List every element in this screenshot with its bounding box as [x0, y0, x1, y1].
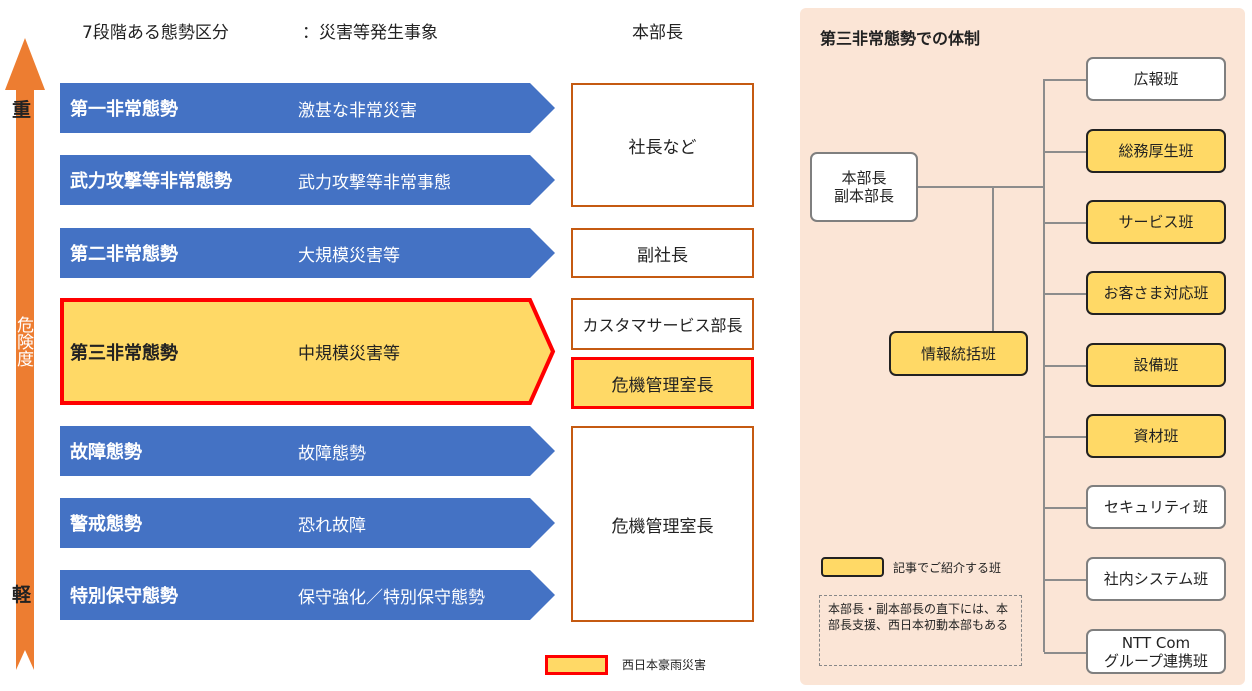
chief-box: 危機管理室長	[571, 426, 754, 622]
posture-event: 保守強化／特別保守態勢	[298, 587, 485, 608]
posture-event: 武力攻撃等非常事態	[298, 172, 451, 193]
posture-row: 故障態勢 故障態勢	[60, 426, 555, 476]
posture-event: 恐れ故障	[298, 515, 366, 536]
team-box: セキュリティ班	[1086, 485, 1226, 529]
team-box: 広報班	[1086, 57, 1226, 101]
posture-row: 第二非常態勢 大規模災害等	[60, 228, 555, 278]
head-label: 本部長	[841, 169, 887, 187]
row-arrow-shape	[60, 228, 555, 278]
posture-row: 武力攻撃等非常態勢 武力攻撃等非常事態	[60, 155, 555, 205]
posture-name: 第二非常態勢	[70, 244, 178, 265]
legend-highlight-swatch	[545, 655, 608, 675]
team-box: サービス班	[1086, 200, 1226, 244]
row-arrow-shape	[60, 570, 555, 620]
note-box: 本部長・副本部長の直下には、本部長支援、西日本初動本部もある	[819, 595, 1022, 666]
chief-box: 社長など	[571, 83, 754, 207]
info-team-box: 情報統括班	[889, 331, 1028, 376]
team-box: 資材班	[1086, 414, 1226, 458]
deputy-label: 副本部長	[833, 187, 894, 205]
posture-row: 第三非常態勢 中規模災害等	[60, 298, 556, 405]
severity-arrow-icon	[5, 38, 45, 670]
events-header: ：災害等発生事象	[302, 23, 438, 43]
team-box: 設備班	[1086, 343, 1226, 387]
posture-name: 警戒態勢	[70, 514, 142, 535]
posture-name: 故障態勢	[70, 442, 142, 463]
chief-header: 本部長	[632, 23, 683, 43]
row-arrow-shape	[60, 298, 556, 405]
levels-header: 7段階ある態勢区分	[82, 23, 229, 43]
posture-row: 警戒態勢 恐れ故障	[60, 498, 555, 548]
row-arrow-shape	[60, 155, 555, 205]
team-box: 社内システム班	[1086, 557, 1226, 601]
posture-row: 特別保守態勢 保守強化／特別保守態勢	[60, 570, 555, 620]
team-box: NTT Com グループ連携班	[1086, 629, 1226, 674]
posture-name: 第三非常態勢	[70, 342, 178, 364]
posture-row: 第一非常態勢 激甚な非常災害	[60, 83, 555, 133]
chief-box: カスタマサービス部長	[571, 298, 754, 350]
chief-box-highlighted: 危機管理室長	[571, 357, 754, 409]
legend-highlight-label: 西日本豪雨災害	[622, 658, 707, 672]
legend-team-swatch	[821, 557, 884, 577]
row-arrow-shape	[60, 426, 555, 476]
chief-box: 副社長	[571, 228, 754, 278]
row-arrow-shape	[60, 498, 555, 548]
scale-heavy: 重	[12, 99, 32, 121]
posture-name: 武力攻撃等非常態勢	[70, 171, 232, 192]
scale-light: 軽	[12, 584, 32, 606]
team-box: お客さま対応班	[1086, 271, 1226, 315]
head-box: 本部長 副本部長	[810, 152, 918, 222]
posture-name: 特別保守態勢	[70, 586, 178, 607]
team-box: 総務厚生班	[1086, 129, 1226, 173]
posture-event: 大規模災害等	[298, 245, 400, 266]
scale-label: 危険度	[13, 316, 33, 367]
posture-event: 故障態勢	[298, 443, 366, 464]
posture-name: 第一非常態勢	[70, 99, 178, 120]
row-arrow-shape	[60, 83, 555, 133]
legend-team-label: 記事でご紹介する班	[893, 561, 1002, 575]
posture-event: 中規模災害等	[298, 344, 400, 364]
posture-event: 激甚な非常災害	[298, 100, 417, 121]
panel-title: 第三非常態勢での体制	[820, 29, 981, 48]
